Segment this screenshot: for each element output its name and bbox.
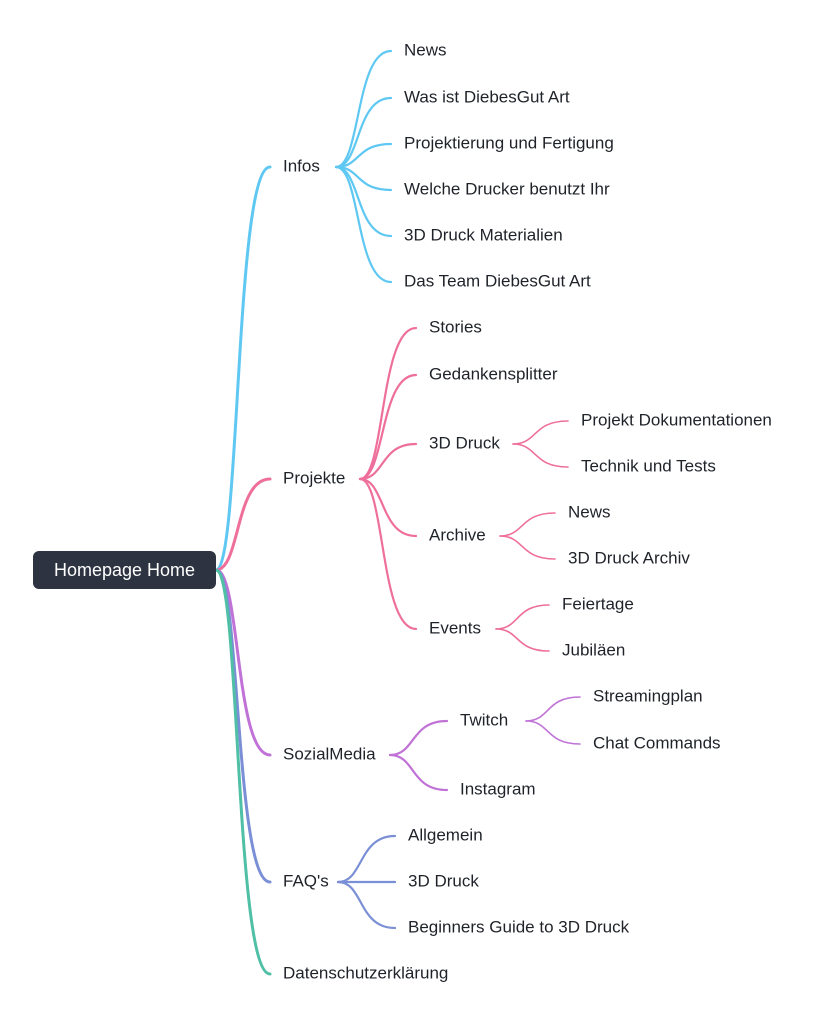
edge-sozialmedia-0-0 (525, 696, 581, 722)
root-node-label: Homepage Home (54, 560, 195, 580)
edge-infos-2 (334, 142, 393, 169)
root-node[interactable]: Homepage Home (33, 551, 216, 589)
child-node-faqs-2[interactable]: Beginners Guide to 3D Druck (408, 917, 630, 936)
child-node-infos-5[interactable]: Das Team DiebesGut Art (404, 271, 591, 290)
edge-root-sozialmedia (214, 568, 272, 757)
child-node-projekte-2[interactable]: 3D Druck (429, 433, 500, 452)
edge-infos-1 (334, 96, 393, 169)
edge-infos-0 (334, 49, 393, 169)
branch-node-datenschutz[interactable]: Datenschutzerklärung (283, 963, 448, 982)
edge-projekte-2-1 (512, 443, 569, 468)
edge-root-datenschutz (214, 568, 272, 976)
edge-infos-4 (334, 165, 393, 238)
branch-node-sozialmedia[interactable]: SozialMedia (283, 744, 376, 763)
edge-projekte-3-1 (499, 535, 556, 560)
child-node-infos-3[interactable]: Welche Drucker benutzt Ihr (404, 179, 610, 198)
child-node-projekte-3[interactable]: Archive (429, 525, 486, 544)
edge-infos-5 (334, 165, 393, 284)
child-node-infos-2[interactable]: Projektierung und Fertigung (404, 133, 614, 152)
grandchild-node-projekte-3-0[interactable]: News (568, 502, 611, 521)
grandchild-node-projekte-2-0[interactable]: Projekt Dokumentationen (581, 410, 772, 429)
edge-faqs-2 (336, 880, 397, 930)
edge-root-infos (214, 165, 272, 572)
child-node-projekte-4[interactable]: Events (429, 618, 481, 637)
branch-node-projekte[interactable]: Projekte (283, 468, 345, 487)
edge-projekte-3-0 (499, 512, 556, 537)
grandchild-node-sozialmedia-0-0[interactable]: Streamingplan (593, 686, 703, 705)
child-node-infos-0[interactable]: News (404, 40, 447, 59)
grandchild-node-projekte-3-1[interactable]: 3D Druck Archiv (568, 548, 690, 567)
edge-faqs-0 (336, 834, 397, 884)
edge-root-projekte (214, 477, 272, 572)
grandchild-node-sozialmedia-0-1[interactable]: Chat Commands (593, 733, 721, 752)
edge-sozialmedia-0-1 (525, 720, 581, 745)
edge-infos-3 (334, 165, 393, 192)
child-node-projekte-1[interactable]: Gedankensplitter (429, 364, 558, 383)
edge-projekte-2-0 (512, 420, 569, 445)
edge-sozialmedia-0 (388, 719, 449, 757)
grandchild-node-projekte-2-1[interactable]: Technik und Tests (581, 456, 716, 475)
child-node-sozialmedia-0[interactable]: Twitch (460, 710, 508, 729)
edge-projekte-2 (358, 442, 418, 481)
edge-projekte-1 (358, 373, 418, 481)
edge-projekte-4-1 (495, 628, 550, 652)
root-node-box (33, 551, 216, 589)
child-node-faqs-1[interactable]: 3D Druck (408, 871, 479, 890)
child-node-infos-1[interactable]: Was ist DiebesGut Art (404, 87, 570, 106)
child-node-sozialmedia-1[interactable]: Instagram (460, 779, 536, 798)
child-node-projekte-0[interactable]: Stories (429, 317, 482, 336)
branch-node-faqs[interactable]: FAQ's (283, 871, 329, 890)
edge-sozialmedia-1 (388, 753, 449, 792)
edge-projekte-4 (358, 477, 418, 631)
edge-projekte-3 (358, 477, 418, 538)
grandchild-node-projekte-4-0[interactable]: Feiertage (562, 594, 634, 613)
edge-projekte-4-0 (495, 604, 550, 630)
branch-node-infos[interactable]: Infos (283, 156, 320, 175)
edges-layer (214, 49, 581, 976)
edge-projekte-0 (358, 326, 418, 481)
grandchild-node-projekte-4-1[interactable]: Jubiläen (562, 640, 625, 659)
child-node-faqs-0[interactable]: Allgemein (408, 825, 483, 844)
child-node-infos-4[interactable]: 3D Druck Materialien (404, 225, 563, 244)
